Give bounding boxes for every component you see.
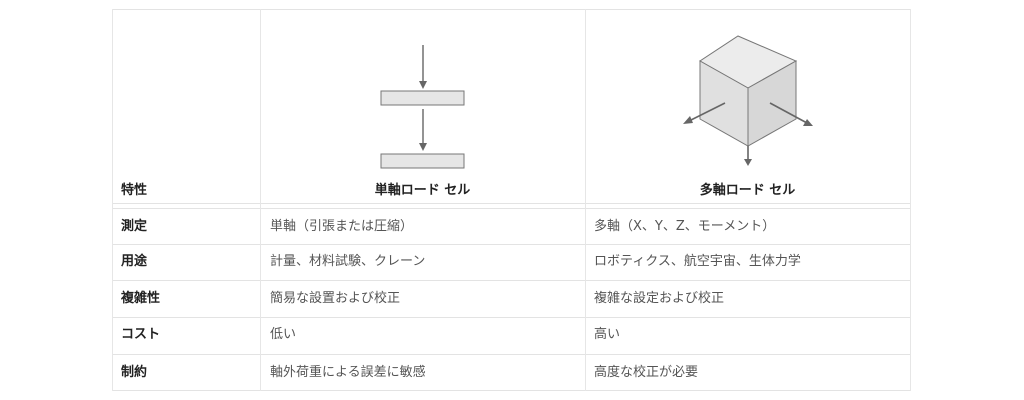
row-label: 制約 [121,365,148,380]
multi-axis-value: 複雑な設定および校正 [594,291,725,306]
row-divider [112,317,911,318]
header-divider [112,208,911,209]
multi-axis-value: 多軸（X、Y、Z、モーメント） [594,219,776,234]
multi-axis-value: 高い [594,327,621,342]
row-label: 測定 [121,219,148,234]
row-divider [112,244,911,245]
column-divider [260,9,261,391]
row-divider [112,280,911,281]
single-axis-value: 低い [270,327,297,342]
single-axis-value: 簡易な設置および校正 [270,291,401,306]
row-label: 複雑性 [121,291,161,306]
row-label: コスト [121,327,161,342]
column-divider [585,9,586,391]
multi-axis-value: ロボティクス、航空宇宙、生体力学 [594,254,801,269]
header-multi-axis: 多軸ロード セル [699,183,796,198]
row-divider [112,354,911,355]
comparison-table: 特性 単軸ロード セル 多軸ロード セル 測定 単軸（引張または圧縮） 多軸（X… [112,9,911,391]
single-axis-value: 軸外荷重による誤差に敏感 [270,365,426,380]
single-axis-load-cell-diagram [380,45,465,169]
column-divider [910,9,911,391]
row-label: 用途 [121,254,148,269]
table-border-bottom [112,390,911,391]
multi-axis-load-cell-diagram [683,35,813,166]
multi-axis-value: 高度な校正が必要 [594,365,699,380]
column-divider [112,9,113,391]
header-single-axis: 単軸ロード セル [374,183,471,198]
single-axis-value: 計量、材料試験、クレーン [270,254,426,269]
header-divider [112,203,911,204]
single-axis-value: 単軸（引張または圧縮） [270,219,414,234]
header-corner-label: 特性 [121,183,148,198]
table-border-top [112,9,911,10]
